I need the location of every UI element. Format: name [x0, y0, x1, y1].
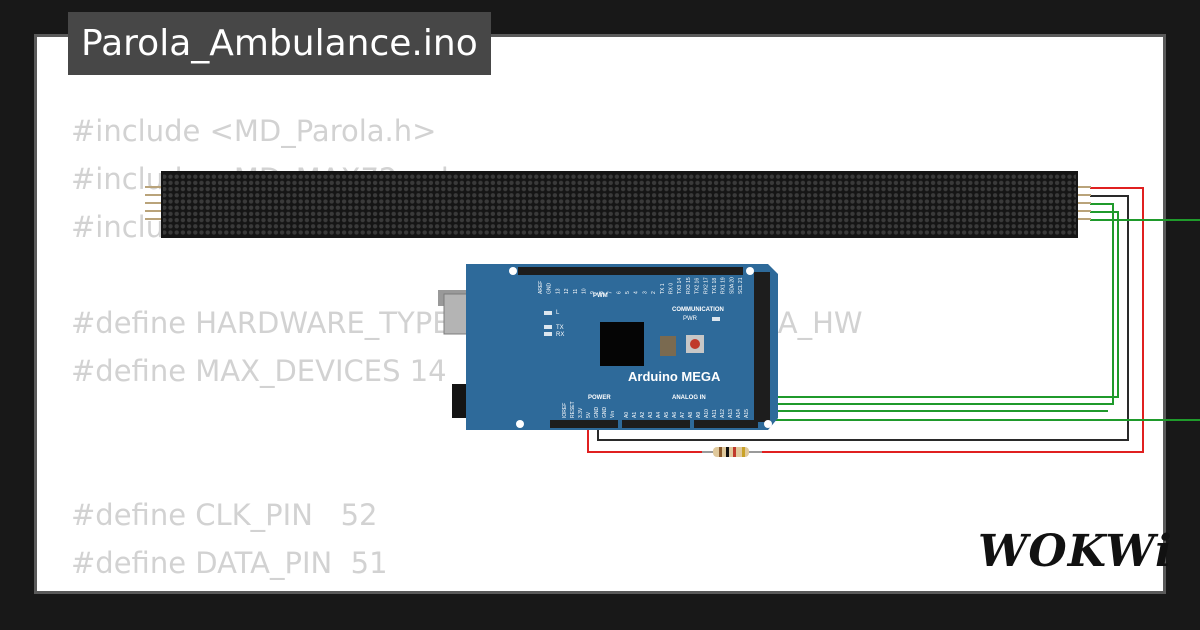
analog-pin-label: A6 — [672, 412, 678, 418]
analog-pin-label: A15 — [744, 409, 750, 418]
digital-pin-label: TX3 14 — [677, 278, 683, 294]
power-pin-label: 5V — [586, 411, 592, 418]
analog-pin-label: A14 — [736, 409, 742, 418]
power-pin-label: IOREF — [562, 403, 568, 418]
wire-gnd — [597, 195, 1129, 441]
digital-pin-label: 3 — [642, 291, 648, 294]
digital-pin-label: RX2 17 — [703, 277, 709, 294]
code-line: #define CLK_PIN 52 — [71, 498, 378, 532]
arduino-mega: PWM COMMUNICATION POWER ANALOG IN Arduin… — [438, 264, 778, 430]
digital-pin-label: 4 — [634, 291, 640, 294]
analog-pin-label: A13 — [728, 409, 734, 418]
file-title: Parola_Ambulance.ino — [68, 12, 491, 75]
digital-pin-label: RX 0 — [669, 283, 675, 294]
analog-pin-label: A2 — [640, 412, 646, 418]
digital-pin-label: 12 — [564, 288, 570, 294]
code-line: #include <MD_Parola.h> — [71, 114, 437, 148]
digital-pin-label: 2 — [651, 291, 657, 294]
communication-label: COMMUNICATION — [672, 307, 724, 313]
digital-pin-label: RX3 15 — [686, 277, 692, 294]
analog-pin-label: A4 — [656, 412, 662, 418]
board-name: Arduino MEGA — [628, 369, 721, 384]
led-l-label: L — [556, 310, 560, 316]
led-tx-label: TX — [556, 325, 564, 331]
digital-pin-label: RX1 19 — [721, 277, 727, 294]
digital-pin-label: 9 — [590, 291, 596, 294]
power-label: POWER — [588, 395, 611, 401]
wires — [587, 187, 1200, 453]
digital-pin-label: 10 — [582, 288, 588, 294]
led-matrix — [145, 171, 1091, 238]
analog-pin-label: A1 — [632, 412, 638, 418]
code-preview-frame: #include <MD_Parola.h>#include <MD_MAX72… — [34, 34, 1166, 594]
digital-pin-label: 8 — [599, 291, 605, 294]
power-pin-label: Vin — [610, 411, 616, 418]
analog-pin-label: A10 — [704, 409, 710, 418]
digital-pin-label: TX1 18 — [712, 278, 718, 294]
power-pin-label: GND — [602, 407, 608, 419]
digital-pin-label: AREF — [538, 281, 544, 294]
digital-pin-label: GND — [547, 283, 553, 295]
analog-pin-label: A0 — [624, 412, 630, 418]
led-rx-label: RX — [556, 332, 564, 338]
resistor — [702, 447, 762, 457]
analog-in-label: ANALOG IN — [672, 395, 706, 401]
analog-pin-label: A3 — [648, 412, 654, 418]
code-line: #define DATA_PIN 51 — [71, 546, 388, 580]
wire-cs — [762, 211, 1119, 398]
digital-pin-label: TX 1 — [660, 283, 666, 294]
analog-pin-label: A8 — [688, 412, 694, 418]
digital-pin-label: 11 — [573, 289, 579, 294]
analog-pin-label: A5 — [664, 412, 670, 418]
digital-pin-label: 6 — [616, 291, 622, 294]
power-pin-label: GND — [594, 407, 600, 419]
analog-pin-label: A9 — [696, 412, 702, 418]
analog-pin-label: A12 — [720, 409, 726, 418]
digital-pin-label: 7 — [608, 291, 614, 294]
power-pin-label: RESET — [570, 401, 576, 418]
digital-pin-label: SCL 21 — [738, 277, 744, 294]
wire-vcc — [587, 187, 1144, 453]
analog-pin-label: A11 — [712, 409, 718, 418]
pwm-label: PWM — [593, 293, 608, 299]
analog-pin-label: A7 — [680, 412, 686, 418]
wire-din — [762, 203, 1114, 405]
power-pin-label: 3.3V — [578, 407, 584, 418]
wokwi-logo: WOKWi — [978, 526, 1173, 577]
digital-pin-label: SDA 20 — [729, 277, 735, 294]
digital-pin-label: TX2 16 — [695, 278, 701, 294]
digital-pin-label: 5 — [625, 291, 631, 294]
code-line: #define MAX_DEVICES 14 — [71, 354, 447, 388]
digital-pin-label: 13 — [555, 288, 561, 294]
led-pwr-label: PWR — [683, 316, 698, 322]
